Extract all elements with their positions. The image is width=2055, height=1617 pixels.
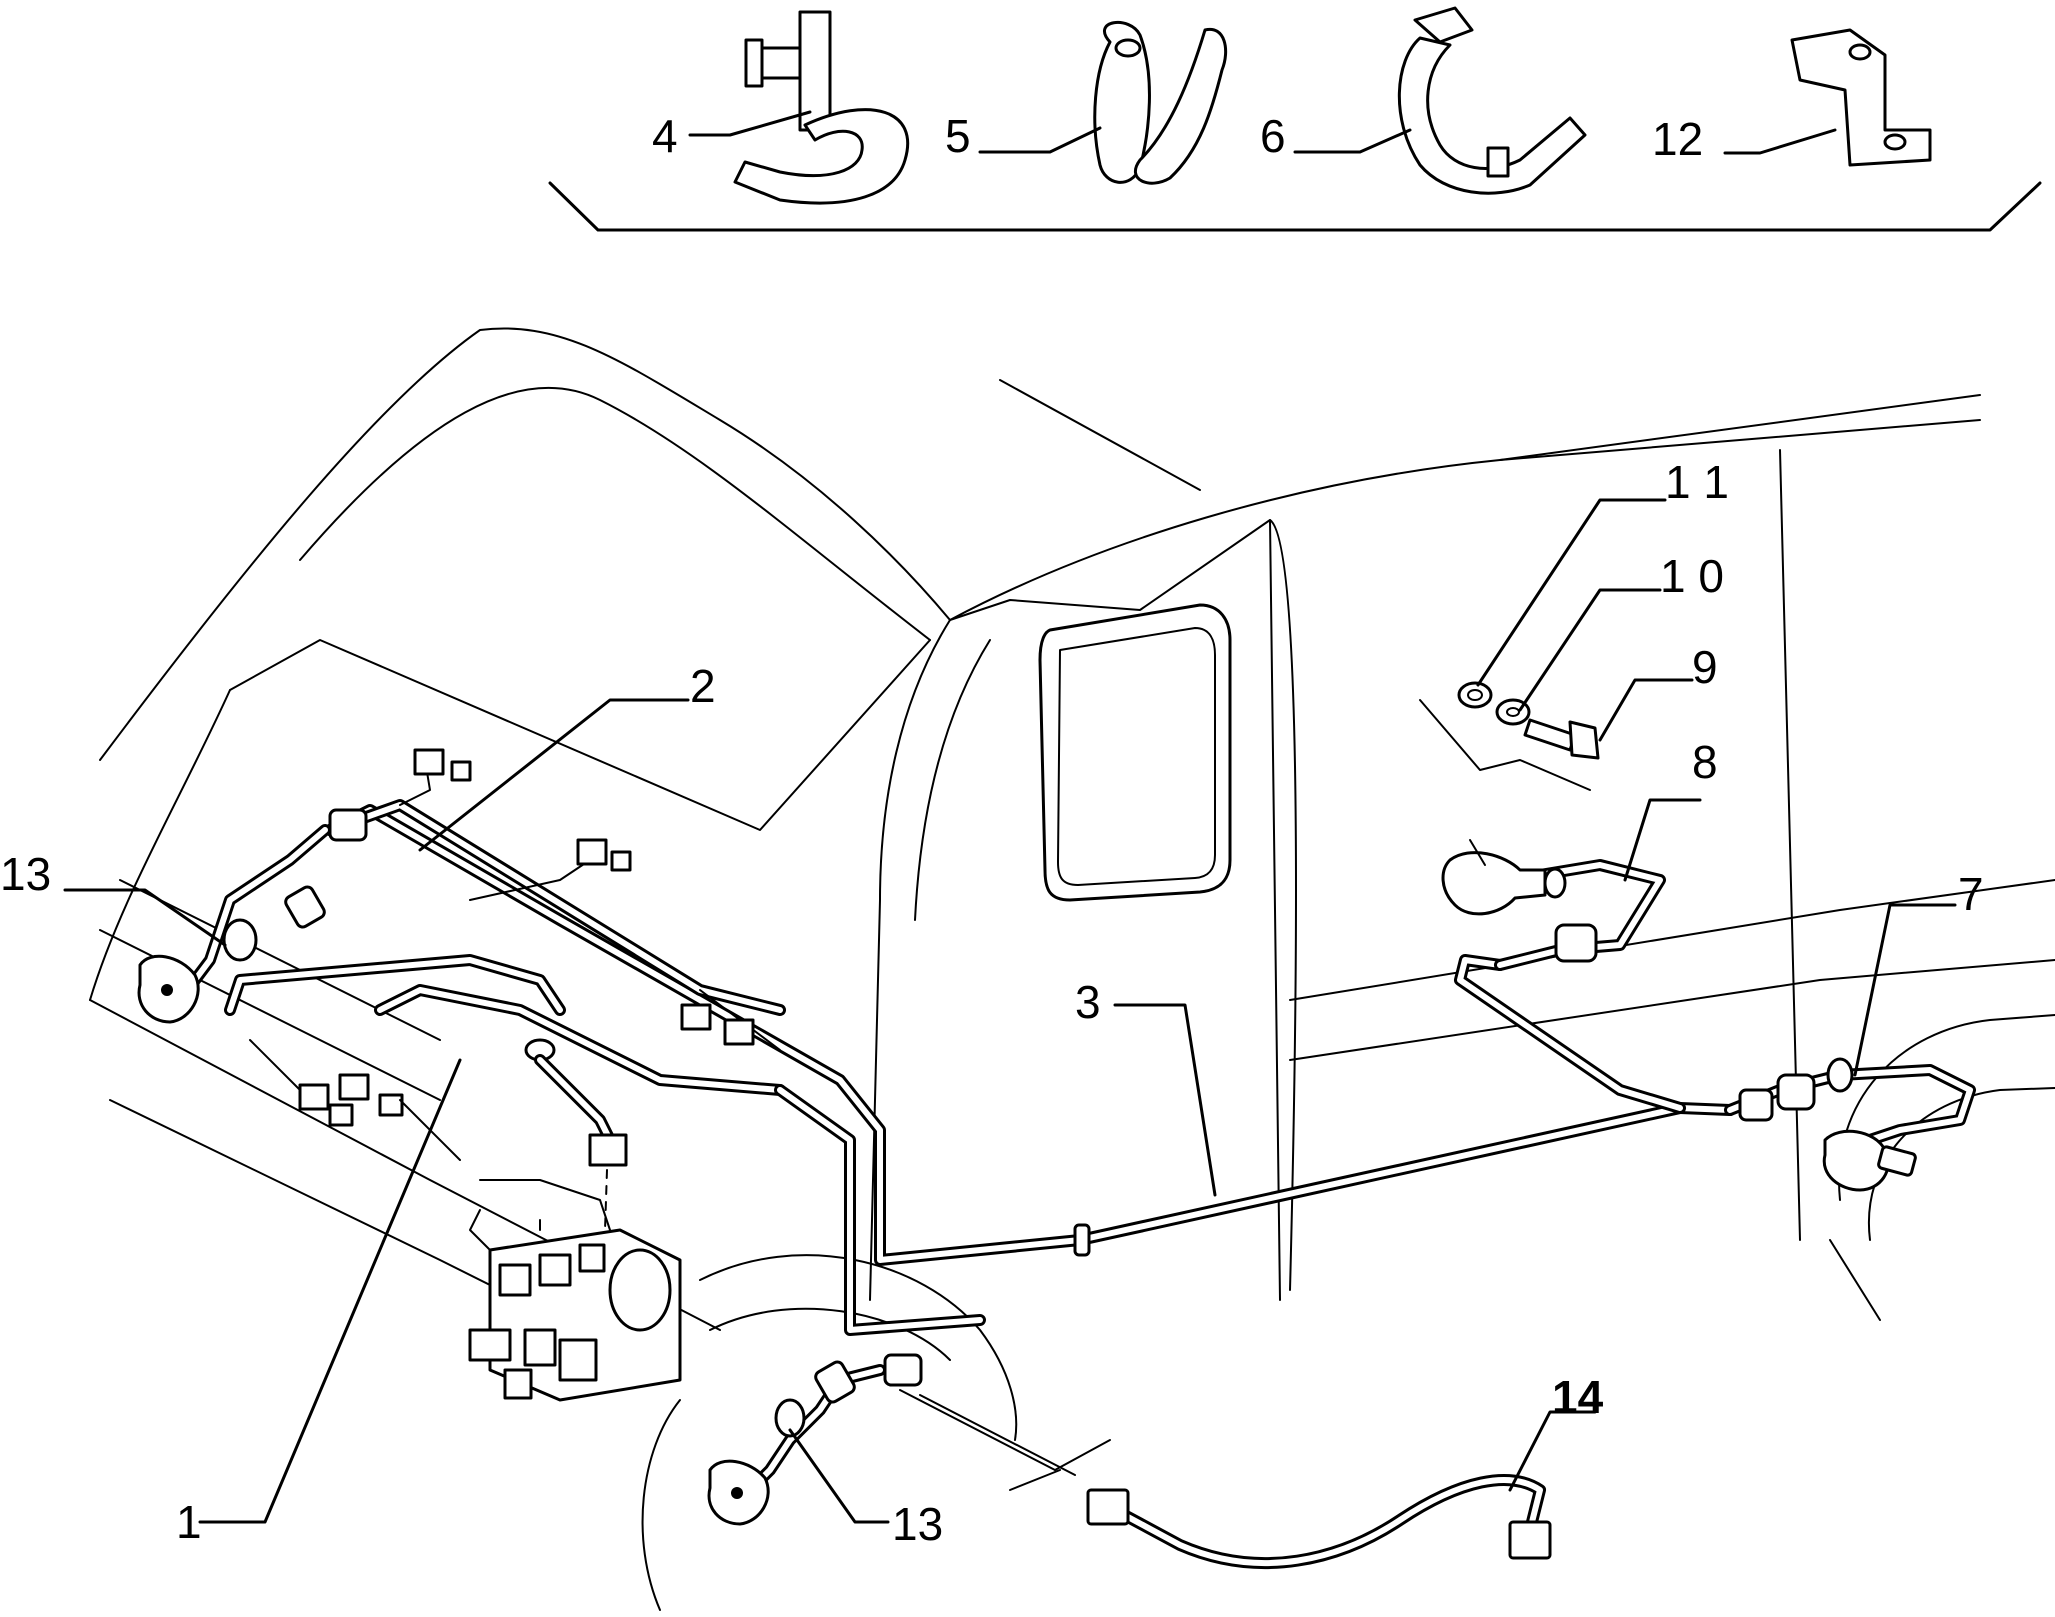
abs-control-unit [468,1179,682,1402]
clip-part-4 [733,10,910,205]
bracket-part-12 [1790,28,1932,167]
callout-14: 14 [1552,1371,1604,1423]
strap-part-5 [1093,20,1228,185]
abs-harness [224,748,1736,1336]
wheel-sensor-7 [1724,1057,1976,1192]
wheel-sensor-left-upper [137,808,368,1024]
callout-4: 4 [652,110,678,162]
callout-13-upper: 13 [0,848,51,900]
callout-10: 1 0 [1660,550,1724,602]
callout-6: 6 [1260,110,1286,162]
extension-harness-14 [899,1389,1552,1570]
nut-11 [1457,681,1493,709]
panel-bracket-line [548,181,2042,232]
callout-5: 5 [945,110,971,162]
vehicle-outline [89,327,2055,1611]
bolt-9 [1523,718,1600,760]
wheel-sensor-left-lower [707,1353,923,1526]
wheel-sensor-8 [1441,839,1666,971]
callout-11: 1 1 [1665,456,1729,508]
callout-2: 2 [690,660,716,712]
parts-panel [548,6,2042,232]
callout-7: 7 [1958,868,1984,920]
leader-lines [63,110,1957,1524]
fasteners [1419,681,1600,791]
callout-8: 8 [1692,736,1718,788]
callout-labels: 1 2 3 4 5 6 7 8 9 1 0 1 1 12 13 13 14 [0,110,1984,1550]
callout-9: 9 [1692,641,1718,693]
callout-3: 3 [1075,976,1101,1028]
clamp-part-6 [1397,6,1587,195]
callout-12: 12 [1652,113,1703,165]
callout-1: 1 [176,1496,202,1548]
callout-13-lower: 13 [892,1498,943,1550]
